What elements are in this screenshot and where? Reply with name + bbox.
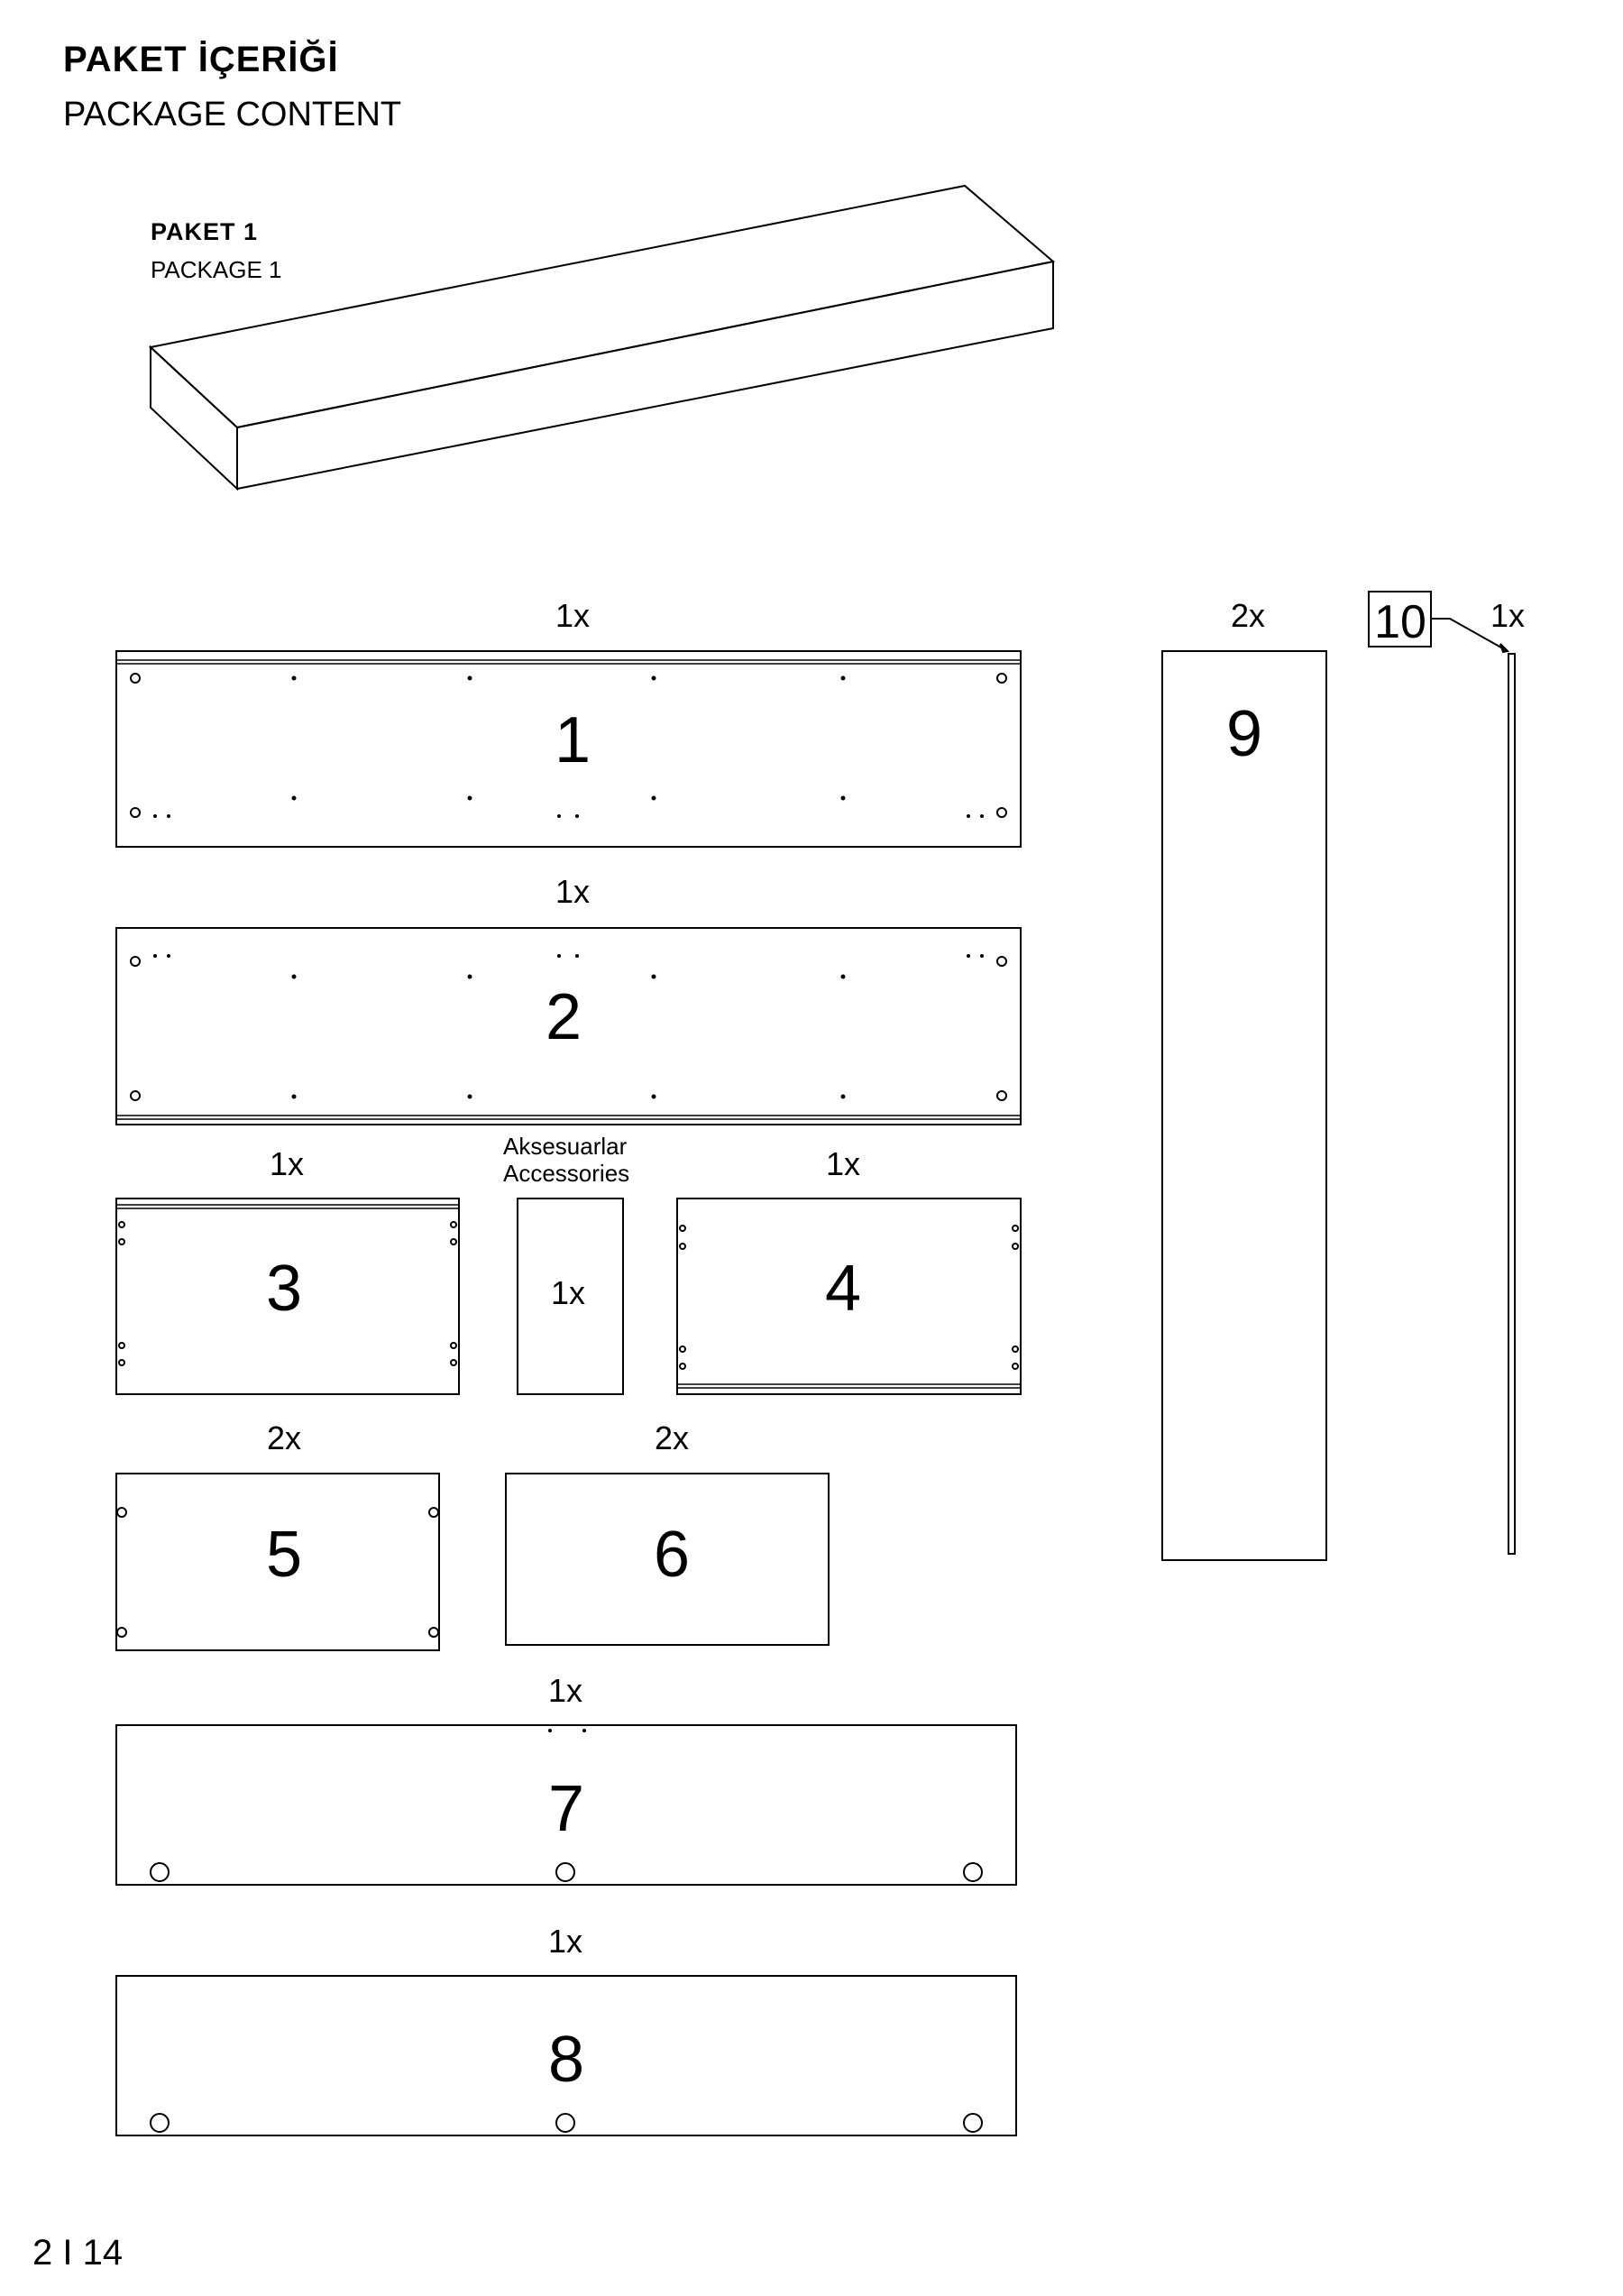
part-number-1: 1	[555, 704, 591, 776]
part-3-panel	[115, 1198, 460, 1395]
part-number-8: 8	[548, 2024, 584, 2096]
part-6-qty: 2x	[654, 1419, 690, 1456]
part-2-qty: 1x	[555, 873, 591, 910]
page-subtitle: PACKAGE CONTENT	[63, 96, 402, 133]
part-number-4: 4	[825, 1253, 861, 1325]
part-number-5: 5	[266, 1519, 302, 1591]
part-7-qty: 1x	[547, 1672, 583, 1709]
part-3-qty: 1x	[269, 1145, 305, 1182]
accessories-label-tr: Aksesuarlar	[503, 1133, 628, 1160]
part-8-qty: 1x	[547, 1923, 583, 1960]
part-number-6: 6	[654, 1519, 690, 1591]
part-5-panel	[115, 1473, 440, 1651]
accessories-label-en: Accessories	[503, 1160, 630, 1187]
part-6-panel	[505, 1473, 830, 1646]
part-10-back-strip	[1368, 591, 1516, 1555]
part-2-panel	[115, 927, 1022, 1125]
package-box-drawing	[148, 184, 1056, 491]
accessories-qty: 1x	[551, 1274, 585, 1311]
part-7-panel	[115, 1724, 1017, 1886]
page-number: 2 I 14	[32, 2233, 124, 2273]
part-8-panel	[115, 1975, 1017, 2136]
part-4-panel	[676, 1198, 1022, 1395]
package-label-en: PACKAGE 1	[151, 256, 282, 283]
part-number-9: 9	[1226, 698, 1262, 770]
accessories-label: Aksesuarlar Accessories	[503, 1133, 629, 1187]
part-number-10: 10	[1374, 596, 1426, 648]
part-number-2: 2	[546, 981, 582, 1053]
part-1-qty: 1x	[555, 597, 591, 634]
part-5-qty: 2x	[266, 1419, 302, 1456]
part-4-qty: 1x	[825, 1145, 861, 1182]
part-9-panel	[1161, 650, 1327, 1561]
part-1-panel	[115, 650, 1022, 848]
accessories-box	[517, 1198, 624, 1395]
part-number-3: 3	[266, 1253, 302, 1325]
package-label: PAKET 1	[151, 218, 259, 245]
part-9-qty: 2x	[1230, 597, 1266, 634]
part-10-qty: 1x	[1490, 597, 1526, 634]
page-title: PAKET İÇERİĞİ	[63, 40, 339, 79]
part-number-7: 7	[548, 1773, 584, 1845]
